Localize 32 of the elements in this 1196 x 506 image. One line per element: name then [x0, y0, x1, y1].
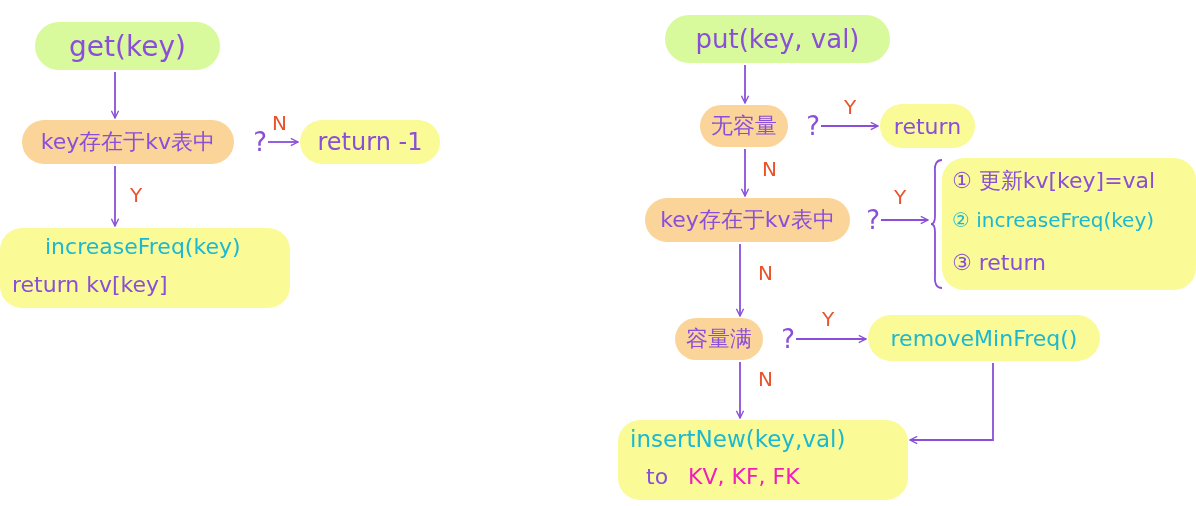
arrow	[735, 243, 745, 317]
highlight-box: return -1	[300, 120, 440, 164]
condition-box: 容量满	[675, 318, 763, 360]
question-mark: ?	[253, 126, 267, 159]
code-text: KV, KF, FK	[688, 464, 800, 489]
arrow	[820, 121, 879, 131]
code-text: to	[646, 464, 669, 489]
arrow	[110, 165, 120, 227]
code-text: insertNew(key,val)	[630, 426, 846, 452]
condition-box: key存在于kv表中	[22, 120, 234, 164]
arrow	[880, 215, 929, 225]
arrow	[740, 148, 750, 197]
question-mark: ?	[781, 323, 795, 356]
highlight-box: removeMinFreq()	[868, 315, 1100, 361]
condition-box: key存在于kv表中	[645, 198, 850, 242]
code-text: return kv[key]	[12, 272, 168, 297]
code-text: increaseFreq(key)	[45, 234, 241, 259]
highlight-box: put(key, val)	[665, 15, 890, 63]
arrow	[267, 137, 299, 147]
arrow	[795, 334, 867, 344]
step-text: ② increaseFreq(key)	[952, 208, 1155, 232]
arrow	[909, 362, 994, 445]
highlight-box: get(key)	[35, 22, 220, 70]
arrow	[740, 64, 750, 104]
question-mark: ?	[806, 110, 820, 143]
arrow	[735, 361, 745, 419]
condition-box: 无容量	[700, 105, 788, 147]
step-text: ① 更新kv[key]=val	[952, 167, 1156, 195]
arrow	[110, 71, 120, 119]
highlight-box: return	[880, 104, 975, 148]
question-mark: ?	[866, 204, 880, 237]
step-text: ③ return	[952, 250, 1046, 275]
